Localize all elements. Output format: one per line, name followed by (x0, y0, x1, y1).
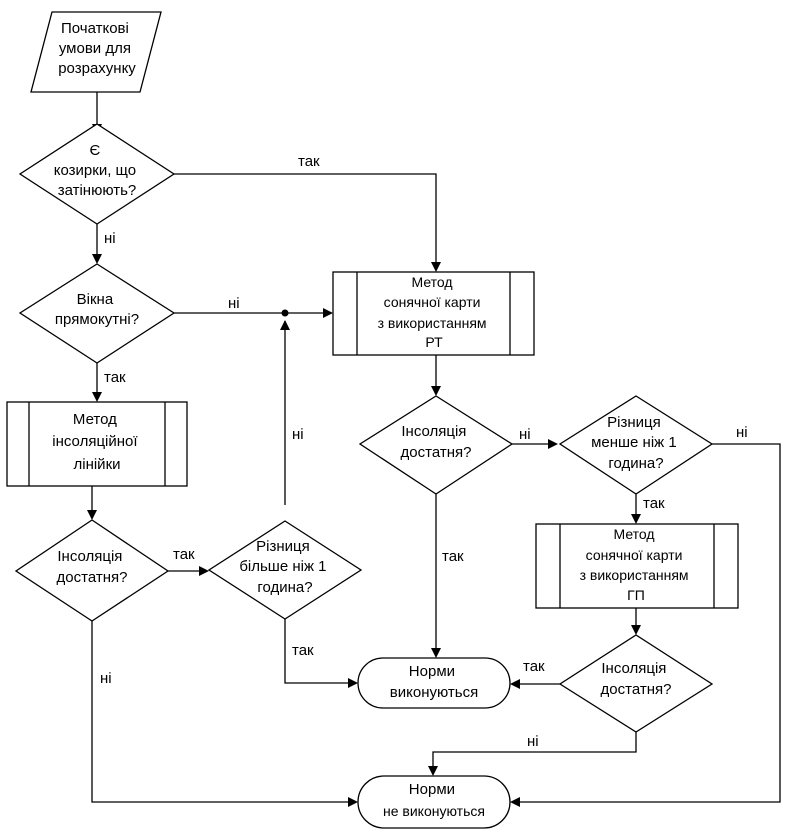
decision-insolation-1-label: Інсоляція достатня? (57, 548, 128, 586)
arrowhead (348, 797, 358, 807)
arrowhead (323, 308, 333, 318)
shapes (6, 11, 739, 829)
edge-diff1-yes (284, 619, 350, 684)
process-solar-map-rt-label: Метод сонячної карти з використанням РТ (378, 274, 491, 350)
decision-insolation-1 (14, 519, 170, 622)
edge-label-diff1-yes: так (292, 642, 314, 659)
terminator-norms-not-met (357, 775, 511, 829)
start-parallelogram (30, 11, 162, 93)
decision-difference-2 (558, 395, 714, 495)
edge-label-insol3-no: ні (527, 733, 539, 750)
decision-difference-1 (207, 520, 363, 620)
edge-label-shading-no: ні (104, 230, 116, 247)
arrowhead (348, 678, 358, 688)
edge-shading-yes (174, 173, 437, 264)
arrowhead (428, 766, 438, 776)
edge-label-rect-yes: так (104, 369, 126, 386)
decision-rectangular-label: Вікна прямокутні? (55, 291, 139, 328)
arrowhead (548, 439, 558, 449)
decision-difference-2-label: Різниця менше ніж 1 година? (591, 414, 681, 472)
arrowhead (431, 262, 441, 272)
arrowhead (631, 514, 641, 524)
decision-insolation-3-label: Інсоляція достатня? (601, 660, 672, 698)
decision-insolation-2-label: Інсоляція достатня? (401, 423, 472, 461)
arrowhead (431, 648, 441, 658)
edge-label-insol1-yes: так (173, 546, 195, 563)
edge-insol3-no (432, 732, 637, 768)
decision-shading-label: Є козирки, що затінюють? (54, 142, 140, 199)
edge-label-diff1-no: ні (292, 426, 304, 443)
arrowhead (92, 392, 102, 402)
edge-label-shading-yes: так (298, 153, 320, 170)
edge-labels: так ні ні так так ні ні так ні так ні та… (100, 153, 748, 750)
arrowhead (510, 679, 520, 689)
arrowhead (87, 510, 97, 520)
edge-diff2-no (518, 443, 781, 803)
process-solar-map-rt (332, 271, 535, 356)
edge-label-diff2-yes: так (643, 495, 665, 512)
arrowhead (431, 386, 441, 396)
decision-shading (18, 123, 176, 225)
start-label: Початкові умови для розрахунку (58, 20, 136, 77)
arrowhead (631, 625, 641, 635)
edge-label-insol3-yes: так (523, 658, 545, 675)
terminator-norms-not-met-label: Норми не виконуються (383, 781, 485, 819)
edge-label-rect-no: ні (228, 295, 240, 312)
process-ruler (6, 401, 188, 487)
edge-insol1-no (91, 621, 350, 803)
decision-insolation-3 (558, 634, 714, 733)
terminator-norms-met-label: Норми виконуються (390, 663, 478, 701)
process-solar-map-gp (535, 523, 739, 609)
arrowhead (92, 254, 102, 264)
process-solar-map-gp-label: Метод сонячної карти з використанням ГП (580, 526, 693, 603)
edge-label-insol1-no: ні (100, 670, 112, 687)
decision-rectangular (18, 263, 176, 364)
edge-label-diff2-no: ні (736, 424, 748, 441)
node-labels: Початкові умови для розрахунку Є козирки… (52, 20, 693, 819)
arrowhead (280, 320, 290, 330)
decision-difference-1-label: Різниця більше ніж 1 година? (239, 538, 330, 596)
decision-insolation-2 (358, 395, 514, 495)
process-ruler-label: Метод інсоляційної лінійки (52, 411, 141, 473)
arrowhead (510, 797, 520, 807)
terminator-norms-met (357, 657, 511, 709)
edge-label-insol2-yes: так (442, 548, 464, 565)
junction-dot (281, 309, 289, 317)
edge-label-insol2-no: ні (519, 426, 531, 443)
arrowhead (199, 566, 209, 576)
connectors (91, 92, 781, 803)
